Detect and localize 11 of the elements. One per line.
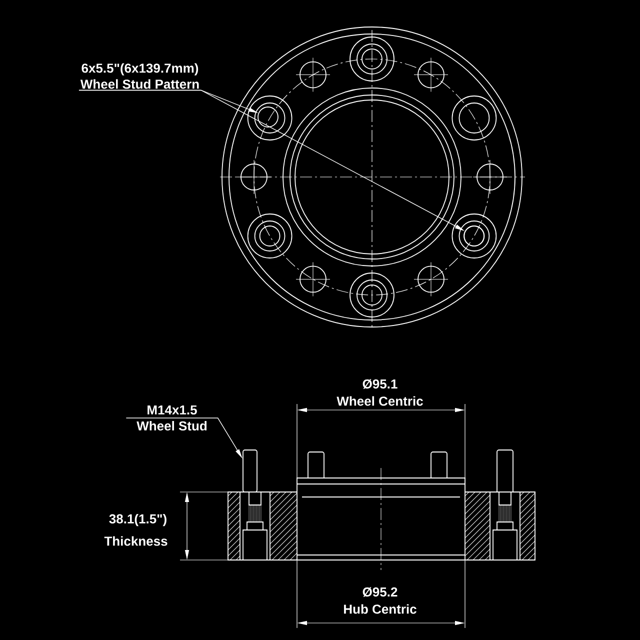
dimension-label: Thickness xyxy=(104,536,168,546)
dimension-label: 38.1(1.5") xyxy=(109,514,166,526)
dimension-label: Ø95.1 xyxy=(362,379,398,389)
callout-text: 6x5.5"(6x139.7mm) Wheel Stud Pattern xyxy=(80,63,199,89)
dimension-label: Wheel Centric xyxy=(336,396,423,406)
stud-hole xyxy=(464,226,484,246)
dimension-label: Hub Centric xyxy=(344,604,416,614)
stud-hole xyxy=(258,106,278,128)
callout-text: M14x1.5 Wheel Stud xyxy=(136,405,207,431)
wheel-stud xyxy=(242,450,258,492)
dimension-label: Ø95.2 xyxy=(362,587,398,597)
